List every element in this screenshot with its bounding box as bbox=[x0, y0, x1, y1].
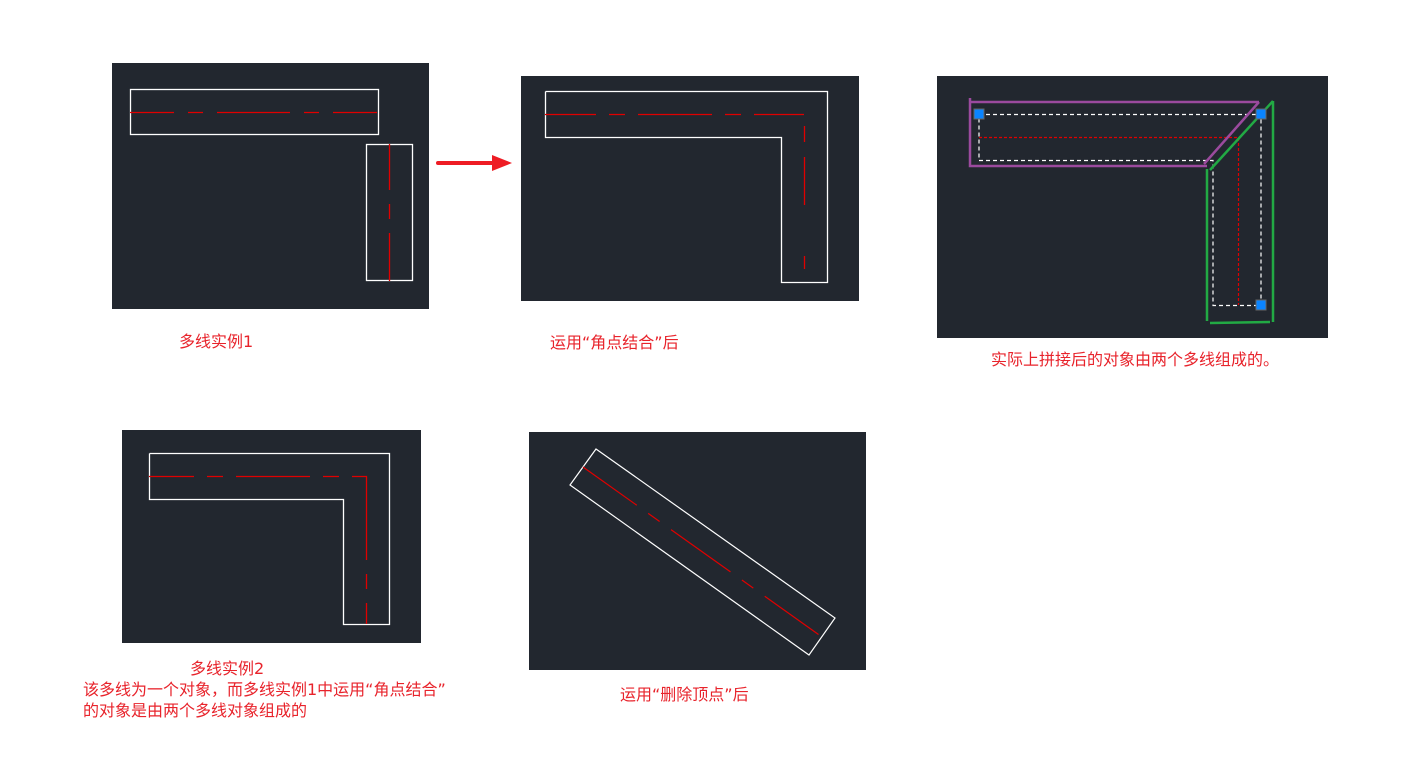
caption-example-2-line-2: 的对象是由两个多线对象组成的 bbox=[83, 701, 308, 720]
grip-handle bbox=[973, 108, 985, 120]
panel-two-multiline-objects bbox=[937, 76, 1328, 338]
multiline-selection-highlight bbox=[968, 98, 1275, 325]
caption-delete-vertex: 运用“删除顶点”后 bbox=[620, 685, 749, 704]
multiline-drawing-single-object bbox=[148, 452, 391, 626]
panel-corner-joint-result bbox=[521, 76, 859, 301]
caption-example-2-line-1: 该多线为一个对象，而多线实例1中运用“角点结合” bbox=[83, 680, 446, 699]
caption-example-2-title: 多线实例2 bbox=[190, 659, 265, 678]
multiline-drawing-diagonal bbox=[569, 448, 836, 656]
multiline-drawing-l-shape bbox=[544, 90, 829, 284]
grip-handle bbox=[1255, 299, 1267, 311]
multiline-drawing-separate bbox=[129, 88, 414, 282]
arrow-right-icon bbox=[436, 155, 512, 171]
panel-delete-vertex-result bbox=[529, 432, 866, 670]
panel-multiline-example-1 bbox=[112, 63, 429, 309]
panel-multiline-example-2 bbox=[122, 430, 421, 643]
grip-handle bbox=[1255, 108, 1267, 120]
caption-example-2-block: 多线实例2 该多线为一个对象，而多线实例1中运用“角点结合” 的对象是由两个多线… bbox=[83, 658, 446, 721]
caption-example-1: 多线实例1 bbox=[179, 332, 254, 351]
caption-two-objects: 实际上拼接后的对象由两个多线组成的。 bbox=[991, 350, 1280, 369]
caption-corner-joint: 运用“角点结合”后 bbox=[550, 333, 679, 352]
multiline-a-highlight bbox=[968, 98, 1207, 168]
